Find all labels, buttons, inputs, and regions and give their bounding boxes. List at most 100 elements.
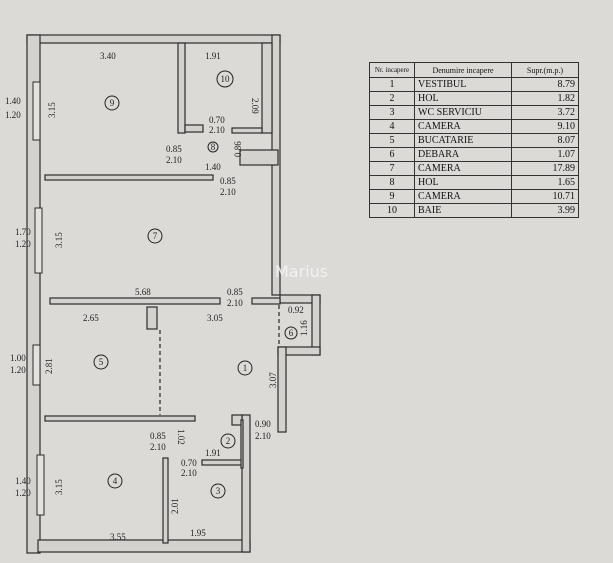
svg-text:2.10: 2.10	[255, 431, 271, 441]
header-room-name: Denumire incapere	[414, 62, 512, 78]
svg-text:1.02: 1.02	[176, 429, 186, 445]
room-name-cell: BUCATARIE	[414, 133, 512, 148]
svg-text:0.90: 0.90	[255, 419, 271, 429]
room-name-cell: VESTIBUL	[414, 77, 512, 92]
svg-text:1: 1	[243, 363, 248, 373]
room-number-cell: 8	[369, 175, 415, 190]
svg-text:1.91: 1.91	[205, 448, 221, 458]
room-area-cell: 17.89	[511, 161, 579, 176]
svg-text:3: 3	[216, 486, 221, 496]
svg-text:1.40: 1.40	[15, 476, 31, 486]
svg-text:10: 10	[221, 74, 231, 84]
svg-text:2.10: 2.10	[166, 155, 182, 165]
svg-text:2.01: 2.01	[170, 498, 180, 514]
svg-text:1.20: 1.20	[15, 239, 31, 249]
room-name-cell: CAMERA	[414, 119, 512, 134]
room-area-cell: 1.82	[511, 91, 579, 106]
room-area-cell: 1.07	[511, 147, 579, 162]
room-name-cell: HOL	[414, 175, 512, 190]
svg-text:9: 9	[110, 98, 115, 108]
room-number-cell: 10	[369, 203, 415, 218]
walls	[26, 34, 321, 554]
svg-text:0.70: 0.70	[181, 458, 197, 468]
room-number-cell: 7	[369, 161, 415, 176]
header-room-number: Nr. incapere	[369, 62, 415, 78]
svg-text:3.05: 3.05	[207, 313, 223, 323]
room-name-cell: DEBARA	[414, 147, 512, 162]
room-area-table: Nr. incapere Denumire incapere Supr.(m.p…	[369, 62, 579, 218]
svg-text:2.81: 2.81	[44, 358, 54, 374]
svg-text:1.20: 1.20	[10, 365, 26, 375]
svg-text:1.40: 1.40	[205, 162, 221, 172]
svg-text:1.95: 1.95	[190, 528, 206, 538]
room-number-cell: 3	[369, 105, 415, 120]
table-header: Nr. incapere Denumire incapere Supr.(m.p…	[369, 62, 579, 78]
room-area-cell: 8.07	[511, 133, 579, 148]
svg-text:2.10: 2.10	[209, 125, 225, 135]
window-room-4	[36, 454, 45, 516]
svg-text:2.09: 2.09	[250, 98, 260, 114]
room-name-cell: BAIE	[414, 203, 512, 218]
svg-text:2.65: 2.65	[83, 313, 99, 323]
svg-text:3.55: 3.55	[110, 532, 126, 542]
window-room-5	[32, 344, 41, 386]
room-number-cell: 5	[369, 133, 415, 148]
room-number-cell: 4	[369, 119, 415, 134]
room-name-cell: WC SERVICIU	[414, 105, 512, 120]
window-room-7	[34, 207, 43, 274]
svg-text:0.92: 0.92	[288, 305, 304, 315]
svg-text:5.68: 5.68	[135, 287, 151, 297]
svg-text:2: 2	[226, 436, 231, 446]
svg-text:1.20: 1.20	[15, 488, 31, 498]
svg-text:0.85: 0.85	[150, 431, 166, 441]
svg-text:3.15: 3.15	[54, 479, 64, 495]
room-area-cell: 3.99	[511, 203, 579, 218]
svg-text:1.91: 1.91	[205, 51, 221, 61]
room-name-cell: CAMERA	[414, 189, 512, 204]
svg-text:1.40: 1.40	[5, 96, 21, 106]
svg-text:0.85: 0.85	[220, 176, 236, 186]
room-area-cell: 9.10	[511, 119, 579, 134]
room-number-cell: 9	[369, 189, 415, 204]
room-area-cell: 10.71	[511, 189, 579, 204]
room-name-cell: HOL	[414, 91, 512, 106]
svg-text:3.07: 3.07	[268, 372, 278, 388]
svg-text:7: 7	[153, 231, 158, 241]
svg-text:0.85: 0.85	[166, 144, 182, 154]
svg-text:2.10: 2.10	[150, 442, 166, 452]
svg-text:0.70: 0.70	[209, 115, 225, 125]
svg-text:3.15: 3.15	[54, 232, 64, 248]
svg-text:1.70: 1.70	[15, 227, 31, 237]
svg-text:4: 4	[113, 476, 118, 486]
svg-text:3.15: 3.15	[47, 102, 57, 118]
watermark: Marius	[275, 262, 329, 281]
svg-text:1.00: 1.00	[10, 353, 26, 363]
room-number-cell: 6	[369, 147, 415, 162]
room-name-cell: CAMERA	[414, 161, 512, 176]
svg-text:8: 8	[211, 142, 216, 152]
room-number-cell: 1	[369, 77, 415, 92]
header-room-area: Supr.(m.p.)	[511, 62, 579, 78]
svg-text:3.40: 3.40	[100, 51, 116, 61]
svg-text:0.86: 0.86	[233, 141, 243, 157]
dimension-labels: 3.40 1.40 1.20 3.15 1.91 2.09 0.70 2.10 …	[5, 51, 309, 542]
room-area-cell: 3.72	[511, 105, 579, 120]
room-markers: 1 2 3 4 5 6 7 8 9 10	[93, 70, 298, 499]
room-area-cell: 8.79	[511, 77, 579, 92]
svg-text:2.10: 2.10	[227, 298, 243, 308]
svg-text:0.85: 0.85	[227, 287, 243, 297]
svg-text:5: 5	[99, 357, 104, 367]
room-area-cell: 1.65	[511, 175, 579, 190]
svg-text:2.10: 2.10	[181, 468, 197, 478]
